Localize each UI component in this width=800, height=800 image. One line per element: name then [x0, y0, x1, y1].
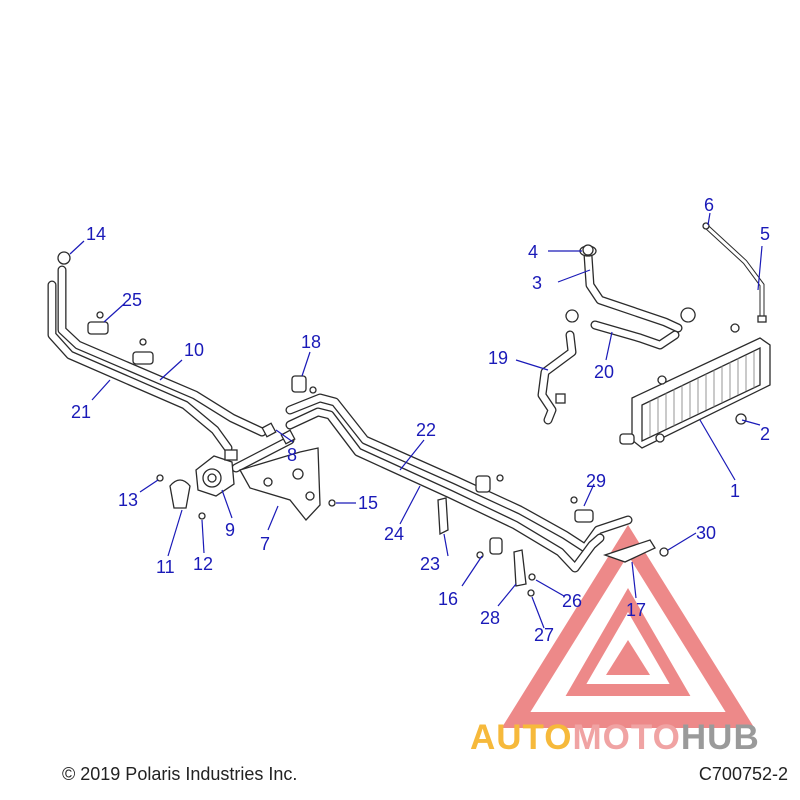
callout-24: 24 [384, 524, 404, 544]
clamp-11 [169, 479, 191, 509]
callout-19: 19 [488, 348, 508, 368]
figure-id: C700752-2 [698, 764, 788, 784]
copyright-notice: © 2019 Polaris Industries Inc. [62, 764, 298, 784]
clip-10-mount [132, 338, 154, 365]
watermark-wordmark: AUTOMOTOHUB [470, 718, 760, 758]
callout-18: 18 [301, 332, 321, 352]
callout-27: 27 [534, 625, 554, 645]
coolant-tube-10 [57, 265, 267, 437]
watermark-hub: HUB [680, 718, 760, 757]
bolt-27 [527, 589, 535, 597]
callout-25: 25 [122, 290, 142, 310]
bracket-23 [437, 497, 449, 536]
callout-14: 14 [86, 224, 106, 244]
coolant-tube-24 [285, 407, 605, 573]
bracket-28 [513, 549, 527, 587]
callout-11: 11 [156, 557, 175, 577]
callout-3: 3 [532, 273, 542, 293]
radiator [619, 323, 771, 449]
callout-17: 17 [626, 600, 646, 620]
callout-9: 9 [225, 520, 235, 540]
callout-5: 5 [760, 224, 770, 244]
clip-25 [87, 311, 109, 335]
callout-30: 30 [696, 523, 716, 543]
callout-1: 1 [730, 481, 740, 501]
coolant-tube-22 [285, 393, 633, 553]
callout-6: 6 [704, 195, 714, 215]
water-pump [195, 449, 238, 497]
callout-22: 22 [416, 420, 436, 440]
mounting-bracket-7 [239, 447, 321, 521]
bolt-12 [198, 512, 206, 520]
clip-18 [291, 375, 317, 394]
callout-23: 23 [420, 554, 440, 574]
watermark-logo [501, 524, 755, 728]
hose-5 [702, 222, 767, 323]
callout-13: 13 [118, 490, 138, 510]
radiator-fins [649, 351, 755, 437]
callout-labels: 1 2 3 4 5 6 7 8 9 10 11 12 13 14 15 16 1… [71, 195, 770, 645]
callout-15: 15 [358, 493, 378, 513]
clip-22-mount [475, 474, 504, 493]
clip-29 [570, 496, 594, 523]
hose-20 [565, 309, 680, 350]
leader-lines [69, 212, 763, 629]
hose-3 [579, 245, 696, 333]
bolt-13 [156, 474, 164, 482]
callout-28: 28 [480, 608, 500, 628]
callout-16: 16 [438, 589, 458, 609]
hose-8 [231, 422, 296, 473]
callout-21: 21 [71, 402, 91, 422]
callout-26: 26 [562, 591, 582, 611]
callout-2: 2 [760, 424, 770, 444]
callout-29: 29 [586, 471, 606, 491]
cap-4 [582, 244, 594, 256]
cap-14 [57, 251, 71, 265]
callout-12: 12 [193, 554, 213, 574]
bolt-26 [528, 573, 536, 581]
callout-8: 8 [287, 445, 297, 465]
watermark-auto: AUTO [470, 718, 573, 757]
callout-10: 10 [184, 340, 204, 360]
hose-19 [537, 330, 577, 425]
callout-7: 7 [260, 534, 270, 554]
bracket-17 [602, 539, 669, 563]
bolt-15 [328, 499, 336, 507]
coolant-tube-21 [47, 280, 233, 453]
clip-16 [476, 537, 503, 559]
watermark-moto: MOTO [572, 718, 681, 757]
callout-20: 20 [594, 362, 614, 382]
callout-4: 4 [528, 242, 538, 262]
